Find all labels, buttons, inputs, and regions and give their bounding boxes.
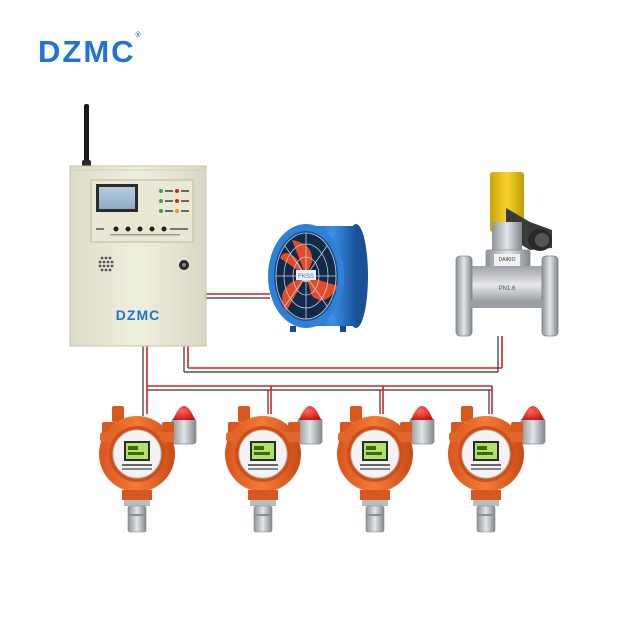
gas-detectors	[98, 405, 546, 533]
fan-blade	[306, 276, 338, 301]
gas-detector-2	[224, 405, 323, 533]
fan-label: FKSS	[298, 274, 314, 280]
brand-logo-text: DZMC	[38, 34, 136, 69]
controller-screen	[99, 187, 135, 209]
gas-detector-4	[447, 405, 546, 533]
solenoid-shutoff-valve: DAIKIO PN1.6	[455, 172, 559, 337]
valve-flange-left	[455, 255, 473, 337]
gas-detector-3	[336, 405, 435, 533]
valve-flange-right	[541, 255, 559, 337]
antenna	[84, 104, 89, 170]
exhaust-fan: FKSS	[268, 224, 368, 332]
valve-label-line2: PN1.6	[499, 286, 516, 292]
controller-logo: DZMC	[116, 307, 160, 323]
gas-detector-1	[98, 405, 197, 533]
speaker-grille	[98, 256, 114, 272]
registered-mark: ®	[135, 31, 141, 39]
brand-logo: DZMC®	[38, 31, 141, 70]
gas-alarm-controller: DZMC	[69, 104, 207, 347]
valve-label-line1: DAIKIO	[499, 257, 516, 263]
wiring	[142, 293, 503, 416]
